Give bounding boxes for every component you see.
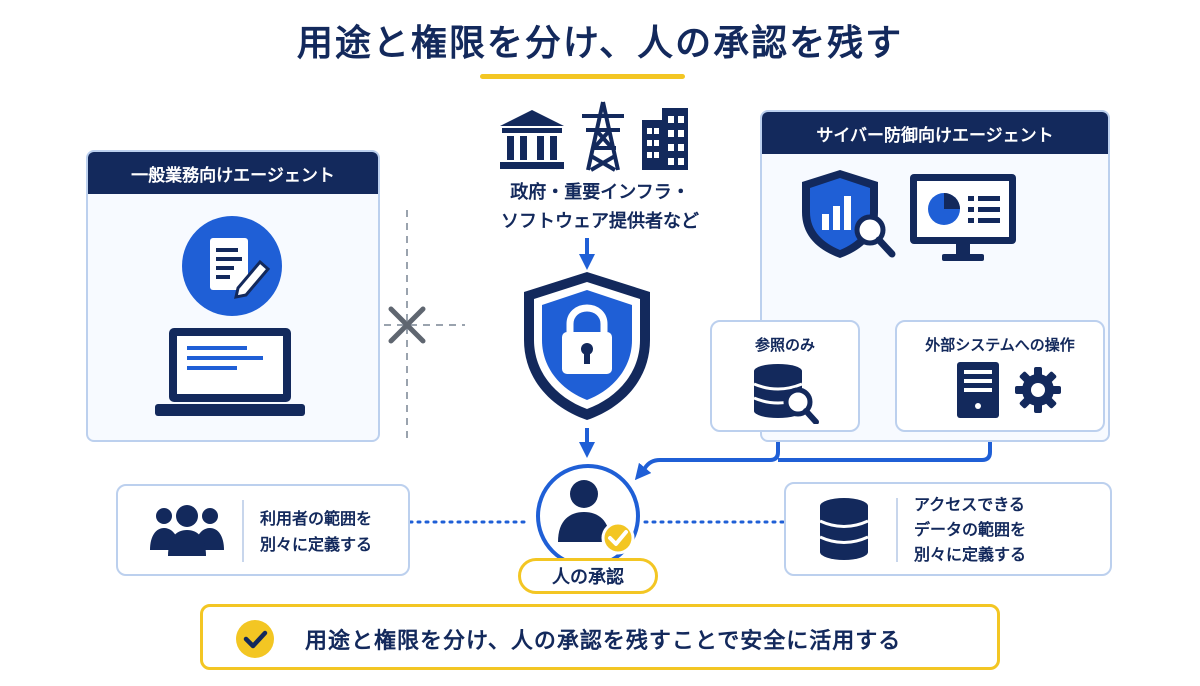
stakeholders-label: 政府・重要インフラ・ ソフトウェア提供者など xyxy=(470,178,730,236)
external-ops-label: 外部システムへの操作 xyxy=(925,336,1075,354)
gear-icon xyxy=(1015,367,1061,413)
external-ops-box: 外部システムへの操作 xyxy=(895,320,1105,432)
server-icon xyxy=(957,362,999,418)
shield-analytics-icon xyxy=(802,170,896,258)
merge-right xyxy=(778,432,992,462)
data-scope-line3: 別々に定義する xyxy=(914,545,1027,564)
users-group-icon xyxy=(150,505,224,556)
cyber-agent-header: サイバー防御向けエージェント xyxy=(762,112,1108,154)
data-scope-divider xyxy=(896,498,898,562)
title-underline xyxy=(480,74,685,79)
database-icon xyxy=(819,498,869,560)
user-scope-text: 利用者の範囲を 別々に定義する xyxy=(260,506,372,558)
summary-bar: 用途と権限を分け、人の承認を残すことで安全に活用する xyxy=(200,604,1000,670)
data-scope-line2: データの範囲を xyxy=(914,520,1027,539)
data-scope-text: アクセスできる データの範囲を 別々に定義する xyxy=(914,492,1026,567)
monitor-dashboard-icon xyxy=(910,174,1016,261)
data-scope-line1: アクセスできる xyxy=(914,495,1025,514)
stakeholders-line1: 政府・重要インフラ・ xyxy=(510,182,690,203)
page-title: 用途と権限を分け、人の承認を残す xyxy=(296,23,904,64)
general-agent-header: 一般業務向けエージェント xyxy=(88,152,378,194)
laptop-icon xyxy=(155,328,305,416)
user-scope-divider xyxy=(242,500,244,562)
approval-badge: 人の承認 xyxy=(518,558,658,594)
user-check-icon xyxy=(536,464,640,566)
summary-text: 用途と権限を分け、人の承認を残すことで安全に活用する xyxy=(305,629,902,654)
user-scope-box: 利用者の範囲を 別々に定義する xyxy=(116,484,410,576)
shield-lock-icon xyxy=(524,272,650,420)
power-tower-icon xyxy=(582,101,624,172)
document-pen-icon xyxy=(182,216,282,316)
stakeholders-line2: ソフトウェア提供者など xyxy=(501,211,699,232)
cross-icon xyxy=(388,306,426,344)
office-building-icon xyxy=(642,108,688,170)
database-search-icon xyxy=(753,364,819,424)
user-scope-line1: 利用者の範囲を xyxy=(260,509,373,528)
government-building-icon xyxy=(500,110,564,169)
user-scope-line2: 別々に定義する xyxy=(260,535,373,554)
read-only-label: 参照のみ xyxy=(754,336,815,354)
arrow-merge xyxy=(634,432,780,481)
check-circle-icon xyxy=(236,620,274,658)
